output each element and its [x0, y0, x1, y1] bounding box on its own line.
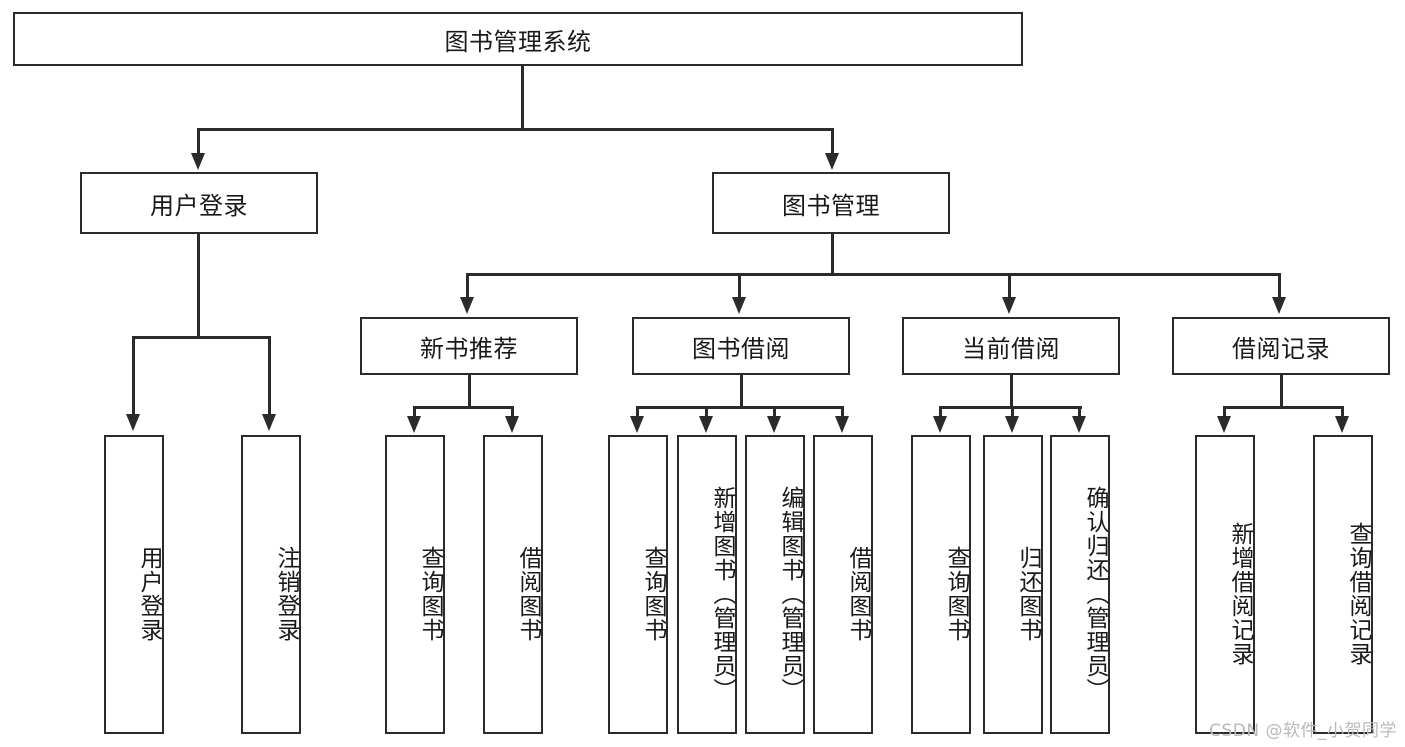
connector-borrow-to-leaf-4 [841, 406, 844, 418]
leaf-return-book[interactable]: 归还图书 [983, 435, 1043, 734]
connector-current-stem [1010, 375, 1013, 406]
watermark-text: CSDN @软件_小贺同学 [1209, 721, 1397, 741]
leaf-logout[interactable]: 注销登录 [241, 435, 301, 734]
node-current-borrow[interactable]: 当前借阅 [902, 317, 1120, 375]
connector-current-bar [939, 406, 1082, 409]
connector-current-to-leaf-1 [939, 406, 942, 418]
node-book-management[interactable]: 图书管理 [712, 172, 950, 234]
connector-borrow-to-leaf-2 [705, 406, 708, 418]
leaf-query-borrow-record[interactable]: 查询借阅记录 [1313, 435, 1373, 734]
connector-new-books-bar [413, 406, 514, 409]
leaf-edit-book-admin[interactable]: 编辑图书（管理员） [745, 435, 805, 734]
leaf-add-borrow-record[interactable]: 新增借阅记录 [1195, 435, 1255, 734]
leaf-query-book-borrow[interactable]: 查询图书 [608, 435, 668, 734]
arrow-borrow-to-leaf-4 [835, 416, 849, 433]
arrow-borrow-to-leaf-1 [630, 416, 644, 433]
connector-records-to-leaf-2 [1341, 406, 1344, 418]
connector-user-login-bar [132, 336, 270, 339]
connector-new-books-stem [468, 375, 471, 406]
leaf-user-login[interactable]: 用户登录 [104, 435, 164, 734]
arrow-records-to-leaf-1 [1217, 416, 1231, 433]
node-book-borrow[interactable]: 图书借阅 [632, 317, 850, 375]
leaf-borrow-book-recommend[interactable]: 借阅图书 [483, 435, 543, 734]
connector-borrow-bar [636, 406, 844, 409]
arrow-user-login-to-leaf-1 [126, 414, 140, 431]
node-user-login[interactable]: 用户登录 [80, 172, 318, 234]
connector-borrow-to-leaf-3 [773, 406, 776, 418]
arrow-root-to-book-mgmt [825, 153, 839, 170]
connector-new-books-to-leaf-1 [413, 406, 416, 418]
connector-root-to-user-login [197, 128, 200, 156]
connector-user-login-stem [197, 234, 200, 336]
connector-root-bar [197, 128, 833, 131]
connector-user-login-to-leaf-1 [132, 336, 135, 416]
arrow-book-mgmt-to-new-books [460, 297, 474, 314]
connector-current-to-leaf-2 [1011, 406, 1014, 418]
connector-records-bar [1223, 406, 1343, 409]
connector-book-mgmt-to-new-books [466, 273, 469, 299]
connector-borrow-stem [740, 375, 743, 406]
arrow-records-to-leaf-2 [1335, 416, 1349, 433]
connector-book-mgmt-to-records [1278, 273, 1281, 299]
arrow-book-mgmt-to-borrow [732, 297, 746, 314]
connector-book-mgmt-to-current [1008, 273, 1011, 299]
arrow-current-to-leaf-1 [933, 416, 947, 433]
connector-book-mgmt-bar [466, 273, 1281, 276]
node-new-book-recommend[interactable]: 新书推荐 [360, 317, 578, 375]
leaf-confirm-return-admin[interactable]: 确认归还（管理员） [1050, 435, 1110, 734]
connector-records-to-leaf-1 [1223, 406, 1226, 418]
leaf-query-book-recommend[interactable]: 查询图书 [385, 435, 445, 734]
connector-records-stem [1280, 375, 1283, 406]
node-borrow-records[interactable]: 借阅记录 [1172, 317, 1390, 375]
connector-book-mgmt-stem [831, 234, 834, 274]
arrow-user-login-to-leaf-2 [262, 414, 276, 431]
connector-current-to-leaf-3 [1078, 406, 1081, 418]
arrow-borrow-to-leaf-2 [699, 416, 713, 433]
arrow-new-books-to-leaf-2 [505, 416, 519, 433]
arrow-new-books-to-leaf-1 [407, 416, 421, 433]
arrow-root-to-user-login [191, 153, 205, 170]
arrow-borrow-to-leaf-3 [767, 416, 781, 433]
connector-borrow-to-leaf-1 [636, 406, 639, 418]
node-root-system[interactable]: 图书管理系统 [13, 12, 1023, 66]
arrow-book-mgmt-to-current [1002, 297, 1016, 314]
connector-root-stem [521, 66, 524, 130]
connector-new-books-to-leaf-2 [511, 406, 514, 418]
leaf-borrow-book[interactable]: 借阅图书 [813, 435, 873, 734]
arrow-current-to-leaf-2 [1005, 416, 1019, 433]
arrow-current-to-leaf-3 [1072, 416, 1086, 433]
arrow-book-mgmt-to-records [1272, 297, 1286, 314]
connector-book-mgmt-to-borrow [738, 273, 741, 299]
connector-user-login-to-leaf-2 [268, 336, 271, 416]
leaf-query-book-current[interactable]: 查询图书 [911, 435, 971, 734]
connector-root-to-book-mgmt [831, 128, 834, 156]
leaf-add-book-admin[interactable]: 新增图书（管理员） [677, 435, 737, 734]
